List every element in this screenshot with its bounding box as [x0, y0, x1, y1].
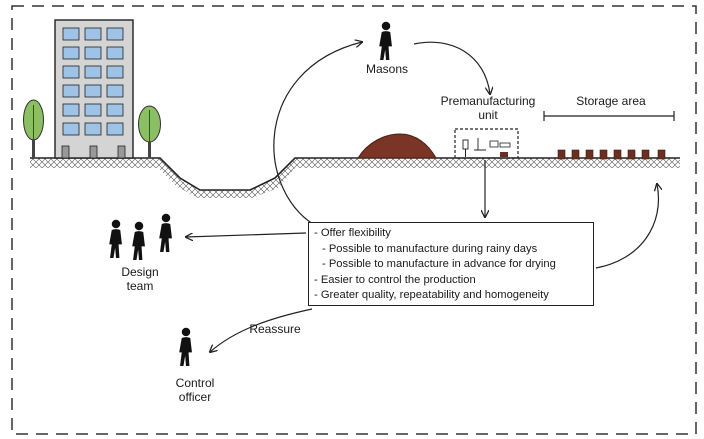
storage-block — [627, 149, 636, 160]
building-window — [106, 65, 124, 79]
benefit-item: - Greater quality, repeatability and hom… — [314, 289, 549, 302]
building — [54, 19, 134, 159]
storage-blocks — [557, 149, 666, 160]
building-window — [106, 46, 124, 60]
building-window — [62, 27, 80, 41]
building-window — [62, 122, 80, 136]
storage-block — [657, 149, 666, 160]
design-team-person-icon — [109, 219, 122, 258]
control-officer-label: Control officer — [175, 376, 215, 404]
design-team-person-icon — [159, 213, 172, 252]
building-window — [62, 84, 80, 98]
design-team-label: Design team — [121, 265, 159, 293]
design-team-person-icon — [132, 221, 145, 260]
premanufacturing-unit-icon — [454, 128, 519, 159]
control-officer-person-icon — [179, 327, 192, 366]
building-window — [106, 103, 124, 117]
arrow-box-to-design-team — [186, 232, 307, 237]
dashed-frame — [11, 5, 697, 435]
tree-right — [138, 105, 161, 158]
premanufacturing-unit-label: Premanufacturing unit — [440, 94, 536, 122]
building-window — [84, 27, 102, 41]
storage-block — [585, 149, 594, 160]
tree-left — [23, 99, 44, 158]
benefit-item: - Offer flexibility — [314, 227, 391, 239]
benefit-item: - Possible to manufacture in advance for… — [322, 258, 556, 271]
storage-block — [599, 149, 608, 160]
storage-block — [571, 149, 580, 160]
building-window — [62, 46, 80, 60]
building-window — [106, 27, 124, 41]
ground — [30, 157, 680, 198]
building-window — [62, 103, 80, 117]
building-window — [106, 122, 124, 136]
benefit-item: - Easier to control the production — [314, 273, 476, 286]
building-window — [84, 103, 102, 117]
storage-block — [613, 149, 622, 160]
benefits-box: - Offer flexibility - Possible to manufa… — [308, 222, 594, 306]
arrow-masons-to-unit — [413, 41, 490, 94]
building-window — [62, 65, 80, 79]
storage-block — [641, 149, 650, 160]
benefit-item: - Possible to manufacture during rainy d… — [322, 242, 538, 255]
building-window — [84, 122, 102, 136]
building-window — [106, 84, 124, 98]
arrow-box-to-masons — [273, 42, 362, 229]
building-window — [84, 84, 102, 98]
arrow-reassure — [210, 308, 313, 352]
building-window — [84, 65, 102, 79]
reassure-label: Reassure — [249, 322, 301, 336]
mason-person-icon — [379, 21, 392, 60]
masons-label: Masons — [365, 62, 409, 76]
building-window — [84, 46, 102, 60]
storage-block — [557, 149, 566, 160]
storage-area-range — [543, 111, 675, 121]
arrow-box-to-storage — [595, 184, 658, 269]
soil-pile — [357, 133, 437, 159]
storage-area-label: Storage area — [576, 94, 646, 108]
